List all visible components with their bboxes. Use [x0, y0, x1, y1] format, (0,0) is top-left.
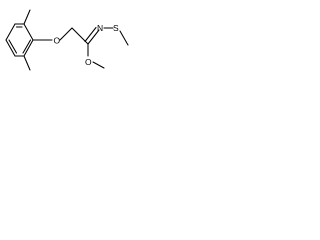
imine-double-bond-outer	[87, 29, 100, 45]
bottom-methyl-bond	[23, 55, 31, 71]
sulfur-label: S	[113, 23, 119, 33]
ring-bond-c3-c4	[5, 23, 16, 41]
methoxy-methyl-bond	[92, 61, 105, 69]
ring-bond-c1-c2	[23, 23, 34, 41]
sulfur-methyl-bond	[119, 30, 129, 46]
imine-double-bond-inner	[84, 26, 97, 43]
ring-bond-c6-c1	[23, 39, 34, 57]
ring-inner-double-bond-left	[8, 39, 18, 54]
ether-oxygen-to-methylene-bond	[59, 27, 73, 41]
ring-inner-double-bond-right	[22, 39, 32, 54]
imine-nitrogen-label: N	[97, 23, 103, 33]
chemical-structure-diagram: O N S O	[5, 9, 129, 71]
ring-bond-c4-c5	[5, 39, 16, 57]
methoxy-oxygen-label: O	[85, 57, 92, 67]
methylene-to-imidate-carbon-bond	[71, 27, 89, 45]
top-methyl-bond	[23, 9, 31, 25]
ether-oxygen-label: O	[54, 36, 61, 46]
benzene-ring	[5, 23, 34, 57]
